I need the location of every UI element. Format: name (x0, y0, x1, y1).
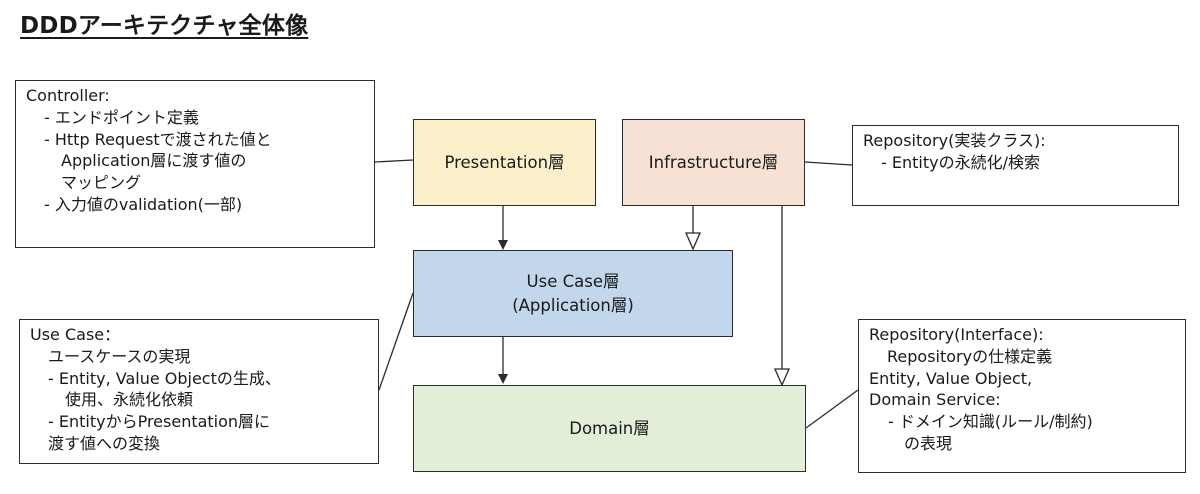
usecase-layer-label: Use Case層 (526, 272, 620, 292)
usecase-note-line: ユースケースの実現 (48, 346, 191, 366)
usecase-to-domain-arrowhead (498, 374, 508, 384)
repository-impl-note-heading: Repository(実装クラス): (863, 131, 1046, 150)
controller-note-line: - 入力値のvalidation(一部) (44, 194, 243, 214)
domain-layer-label: Domain層 (569, 418, 650, 438)
presentation-to-usecase-arrowhead (498, 240, 508, 250)
infrastructure-layer-box: Infrastructure層 (622, 119, 805, 206)
controller-note-connector (374, 159, 414, 163)
controller-note-heading: Controller: (26, 86, 110, 105)
controller-note-line: - エンドポイント定義 (44, 107, 199, 127)
controller-note-line: Application層に渡す値の (61, 151, 247, 171)
repository-impl-note: Repository(実装クラス): - Entityの永続化/検索 (852, 125, 1179, 206)
repository-impl-note-connector (804, 161, 853, 166)
infra-to-usecase-arrowhead (685, 232, 701, 251)
controller-note: Controller: - エンドポイント定義 - Http Requestで渡… (15, 80, 375, 248)
repository-if-note-line: の表現 (904, 433, 953, 453)
repository-if-note-line: Entity, Value Object, (869, 368, 1033, 388)
presentation-layer-box: Presentation層 (413, 119, 596, 206)
infrastructure-layer-label: Infrastructure層 (648, 152, 779, 172)
usecase-note-line: 渡す値への変換 (48, 433, 161, 453)
usecase-note-connector (378, 292, 414, 391)
usecase-note-heading: Use Case： (30, 325, 121, 344)
diagram-title: DDDアーキテクチャ全体像 (20, 13, 309, 39)
repository-impl-note-line: - Entityの永続化/検索 (881, 152, 1040, 172)
repository-if-note: Repository(Interface): Repositoryの仕様定義 E… (858, 319, 1186, 473)
usecase-layer-box: Use Case層 (Application層) (413, 250, 733, 337)
usecase-note-line: - EntityからPresentation層に (48, 412, 271, 431)
controller-note-line: - Http Requestで渡された値と (44, 129, 272, 149)
repository-if-note-heading: Repository(Interface): (869, 325, 1044, 344)
repository-if-note-connector (805, 389, 859, 429)
usecase-layer-sublabel: (Application層) (512, 295, 634, 315)
controller-note-line: マッピング (61, 173, 142, 192)
repository-if-note-line: Repositoryの仕様定義 (887, 346, 1053, 366)
usecase-note-line: - Entity, Value Objectの生成、 (48, 368, 281, 388)
domain-layer-box: Domain層 (413, 385, 806, 472)
repository-if-note-line: Domain Service: (869, 390, 1001, 410)
infra-to-domain-arrowhead (774, 368, 790, 387)
usecase-note-line: 使用、永続化依頼 (65, 390, 194, 410)
repository-if-note-line: - ドメイン知識(ルール/制約) (888, 412, 1093, 431)
presentation-layer-label: Presentation層 (444, 152, 565, 172)
usecase-note: Use Case： ユースケースの実現 - Entity, Value Obje… (19, 319, 379, 464)
